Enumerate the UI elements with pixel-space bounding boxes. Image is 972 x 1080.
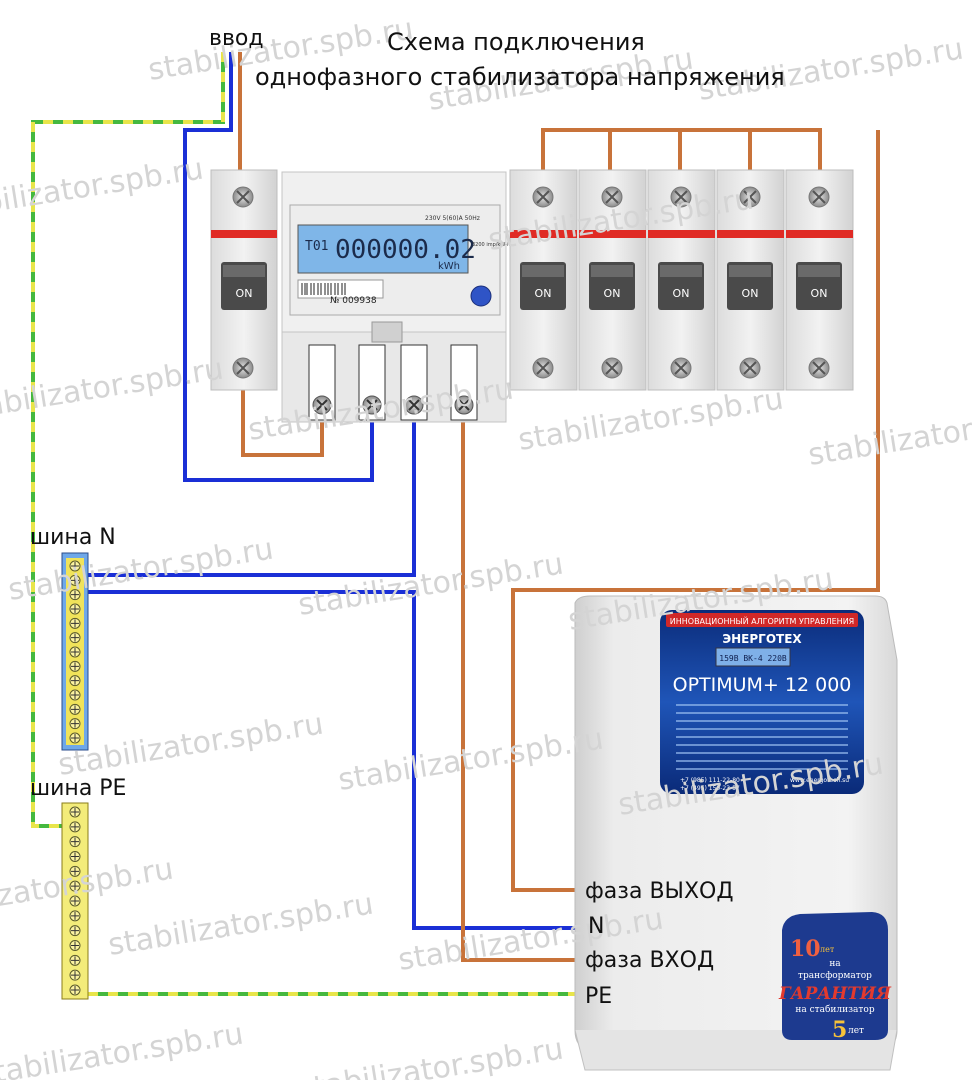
bus-pe-label: шина PE [30,776,126,801]
meter-serial: № 009938 [330,296,377,306]
warranty-unit-2: лет [848,1026,864,1036]
watermark: stabilizator.spb.ru [296,1031,566,1080]
breaker-on-label: ON [811,287,828,300]
meter-reading: 000000.02 [335,235,476,265]
stabilizer-phone-1: +7 (985) 111-22-80 [680,777,740,784]
watermark: stabilizator.spb.ru [106,886,376,962]
bus-n [61,552,89,751]
stabilizer-panel [660,610,864,794]
voltage-stabilizer: ИННОВАЦИОННЫЙ АЛГОРИТМ УПРАВЛЕНИЯ ЭНЕРГО… [574,595,898,1071]
meter-imp: 3200 imp/kW·h [472,242,510,248]
watermark: stabilizator.spb.ru [296,546,566,622]
watermark: stabilizator.spb.ru [806,396,972,472]
watermark: stabilizator.spb.ru [56,706,326,782]
warranty-unit: лет [820,945,835,954]
warranty-sticker: 10 лет на трансформатор ГАРАНТИЯ на стаб… [778,912,892,1043]
neutral-label: N [588,914,604,939]
watermark: stabilizator.spb.ru [336,721,606,797]
page-title-line-1: Схема подключения [387,28,645,56]
page-title-line-2: однофазного стабилизатора напряжения [255,63,785,91]
stabilizer-site: www.energotech.su [790,777,849,784]
stabilizer-brand: ЭНЕРГОТЕХ [722,632,802,646]
output-breaker-1: ON [509,169,578,391]
electric-meter: T01 000000.02 kWh 230V 5(60)A 50Hz 3200 … [281,171,510,423]
breaker-on-label: ON [742,287,759,300]
warranty-years: 10 [790,936,821,962]
output-breakers: ON ON ON [509,169,854,391]
stabilizer-model: OPTIMUM+ 12 000 [673,674,852,696]
watermark: stabilizator.spb.ru [0,1016,246,1080]
meter-unit: kWh [438,261,460,272]
output-breaker-2: ON [578,169,647,391]
warranty-years-2: 5 [832,1017,847,1043]
pe-label: PE [585,984,612,1009]
output-breaker-5: ON [785,169,854,391]
breaker-on-label: ON [604,287,621,300]
phase-wire [238,52,880,962]
meter-lcd [297,224,469,274]
watermark: stabilizator.spb.ru [0,151,206,227]
bus-n-label: шина N [30,525,116,550]
breaker-on-label: ON [236,287,253,300]
warranty-word: ГАРАНТИЯ [778,984,892,1004]
output-breaker-3: ON [647,169,716,391]
input-label: ввод [209,26,264,51]
warranty-stab: на стабилизатор [795,1004,874,1015]
warranty-on: на [829,959,841,969]
breaker-on-label: ON [535,287,552,300]
input-breaker: ON [210,169,278,391]
meter-terminals [308,344,478,421]
phase-in-label: фаза ВХОД [585,948,714,973]
stabilizer-banner: ИННОВАЦИОННЫЙ АЛГОРИТМ УПРАВЛЕНИЯ [670,615,855,626]
output-breaker-4: ON [716,169,785,391]
meter-tariff: T01 [305,239,328,254]
meter-rating: 230V 5(60)A 50Hz [425,215,480,222]
pe-wire [31,52,575,996]
bus-pe [61,802,89,1000]
stabilizer-phone-2: +7 (495) 150-23-57 [680,785,740,792]
breaker-on-label: ON [673,287,690,300]
warranty-transformer: трансформатор [798,971,872,981]
stabilizer-lcd: 159В ВК-4 220В [719,654,787,663]
neutral-wire [88,52,575,930]
watermark: stabilizator.spb.ru [516,381,786,457]
phase-out-label: фаза ВЫХОД [585,879,734,904]
